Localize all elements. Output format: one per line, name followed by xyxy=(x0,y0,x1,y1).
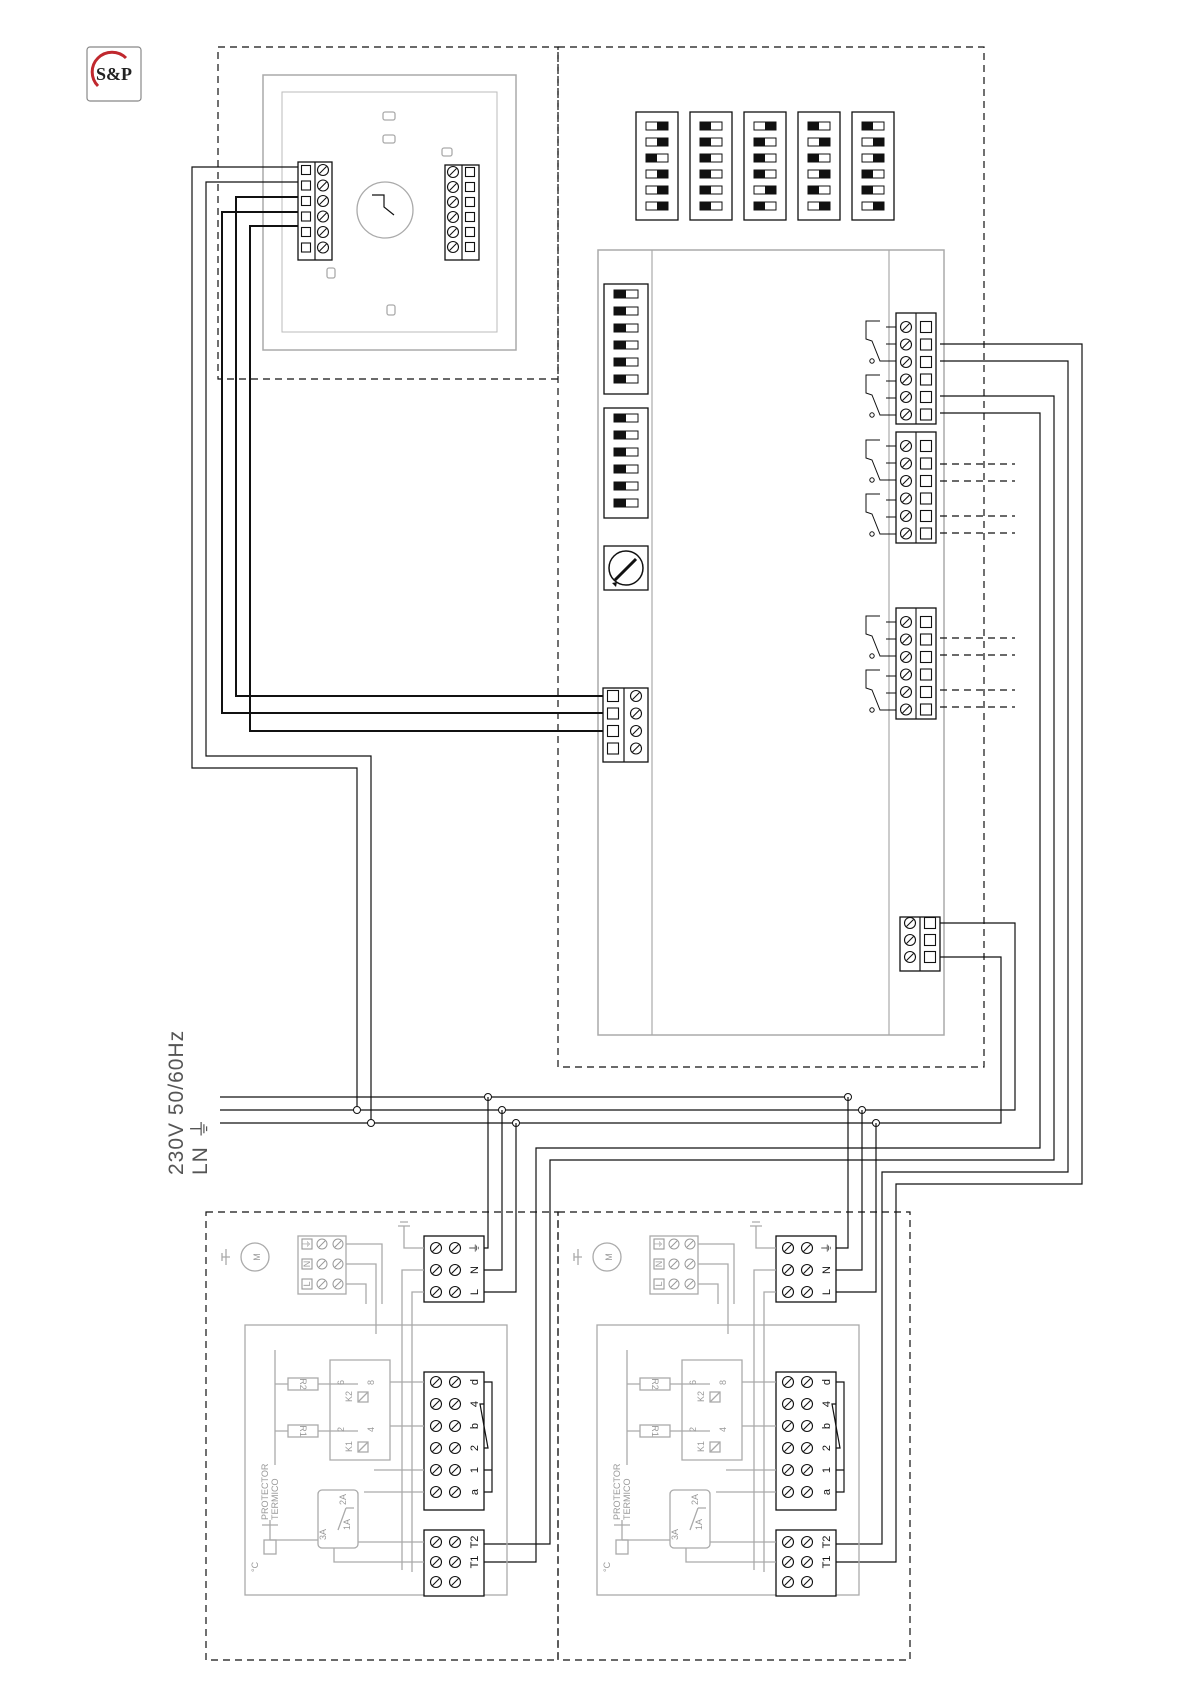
thermal-terminal-label: T1 xyxy=(821,1556,833,1569)
relay-pin-label: 8 xyxy=(718,1380,728,1385)
switch-label: 1A xyxy=(694,1519,704,1530)
protector-label: TERMICO xyxy=(270,1479,280,1521)
signal-terminal-label: 4 xyxy=(821,1401,833,1407)
temp-unit: °C xyxy=(250,1561,260,1572)
dip-switch-banks xyxy=(636,112,894,220)
motor-terminal-label: ⏚ xyxy=(654,1239,664,1248)
switch-label: 1A xyxy=(342,1519,352,1530)
protector-label: TERMICO xyxy=(622,1479,632,1521)
motor-terminal-label: N xyxy=(654,1261,664,1268)
signal-terminal-label: d xyxy=(821,1379,833,1385)
resistor-label: R1 xyxy=(298,1425,308,1437)
signal-terminal-label: 1 xyxy=(821,1467,833,1473)
signal-terminal-label: 4 xyxy=(469,1401,481,1407)
relay-label: K1 xyxy=(696,1441,706,1452)
relay-pin-label: 2 xyxy=(688,1427,698,1432)
power-terminal-label: ⏚ xyxy=(468,1243,481,1254)
resistor-label: R2 xyxy=(650,1378,660,1390)
motor-terminal-label: ⏚ xyxy=(302,1239,312,1248)
switch-label: 3A xyxy=(318,1529,328,1540)
relay-label: K2 xyxy=(344,1391,354,1402)
thermostat xyxy=(263,75,516,350)
resistor-label: R2 xyxy=(298,1378,308,1390)
power-terminal-label: L xyxy=(469,1289,481,1295)
signal-terminal-label: 2 xyxy=(821,1445,833,1451)
relay-pin-label: 4 xyxy=(718,1427,728,1432)
thermal-terminal-label: T1 xyxy=(469,1556,481,1569)
switch-label: 2A xyxy=(338,1494,348,1505)
relay-label: K1 xyxy=(344,1441,354,1452)
controller-board xyxy=(598,250,944,1035)
switch-label: 3A xyxy=(670,1529,680,1540)
relay-pin-label: 6 xyxy=(688,1380,698,1385)
protector-label: PROTECTOR xyxy=(260,1463,270,1520)
power-terminal-label: ⏚ xyxy=(820,1243,833,1254)
power-terminal-label: L xyxy=(821,1289,833,1295)
motor-symbol: M xyxy=(604,1253,614,1261)
relay-pin-label: 6 xyxy=(336,1380,346,1385)
signal-terminal-label: 1 xyxy=(469,1467,481,1473)
motor-terminal-label: L xyxy=(302,1281,312,1286)
signal-terminal-label: 2 xyxy=(469,1445,481,1451)
thermal-terminal-label: T2 xyxy=(821,1536,833,1549)
signal-terminal-label: b xyxy=(821,1423,833,1429)
motor-symbol: M xyxy=(252,1253,262,1261)
temp-unit: °C xyxy=(602,1561,612,1572)
switch-label: 2A xyxy=(690,1494,700,1505)
signal-terminal-label: a xyxy=(821,1488,833,1495)
relay-pin-label: 2 xyxy=(336,1427,346,1432)
signal-terminal-label: b xyxy=(469,1423,481,1429)
signal-terminal-label: a xyxy=(469,1488,481,1495)
power-terminal-label: N xyxy=(469,1266,481,1274)
power-terminal-label: N xyxy=(821,1266,833,1274)
relay-pin-label: 8 xyxy=(366,1380,376,1385)
signal-terminal-label: d xyxy=(469,1379,481,1385)
protector-label: PROTECTOR xyxy=(612,1463,622,1520)
relay-label: K2 xyxy=(696,1391,706,1402)
motor-terminal-label: L xyxy=(654,1281,664,1286)
motor-terminal-label: N xyxy=(302,1261,312,1268)
relay-pin-label: 4 xyxy=(366,1427,376,1432)
resistor-label: R1 xyxy=(650,1425,660,1437)
thermal-terminal-label: T2 xyxy=(469,1536,481,1549)
